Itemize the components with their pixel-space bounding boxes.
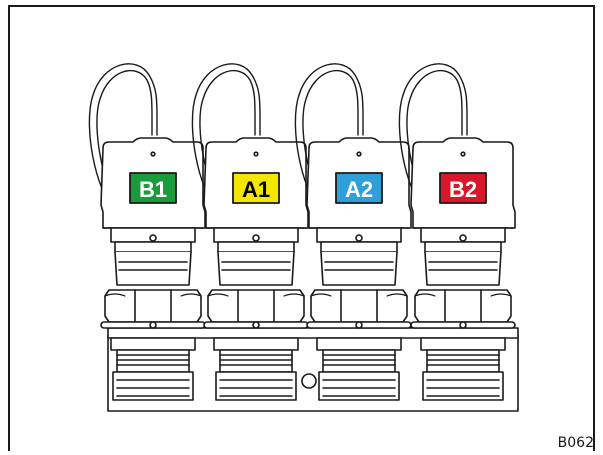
sensor-unit-a2: A2 xyxy=(294,63,412,401)
cable-loop xyxy=(191,63,261,211)
sensor-label-text: A2 xyxy=(345,177,373,202)
cap-indicator-dot xyxy=(460,151,466,157)
sensor-label-text: B1 xyxy=(139,177,167,202)
sensor-color-label-a1 xyxy=(232,172,280,204)
cap-indicator-dot xyxy=(150,151,156,157)
sensor-label-text: B2 xyxy=(449,177,477,202)
cap-indicator-dot xyxy=(253,151,259,157)
sensor-unit-b1: B1 xyxy=(88,63,206,401)
cap-indicator-dot xyxy=(356,151,362,157)
figure-frame xyxy=(8,5,595,451)
cable-loop xyxy=(88,63,158,211)
cable-loop xyxy=(398,63,468,211)
sensor-color-label-b2 xyxy=(439,172,487,204)
cable-loop xyxy=(294,63,364,211)
sensor-color-label-b1 xyxy=(129,172,177,204)
mounting-hole xyxy=(301,373,317,389)
sensor-unit-a1: A1 xyxy=(191,63,309,401)
sensor-unit-b2: B2 xyxy=(398,63,516,401)
sensor-label-text: A1 xyxy=(242,177,270,202)
sensor-color-label-a2 xyxy=(335,172,383,204)
figure-code: B062 xyxy=(557,435,594,451)
